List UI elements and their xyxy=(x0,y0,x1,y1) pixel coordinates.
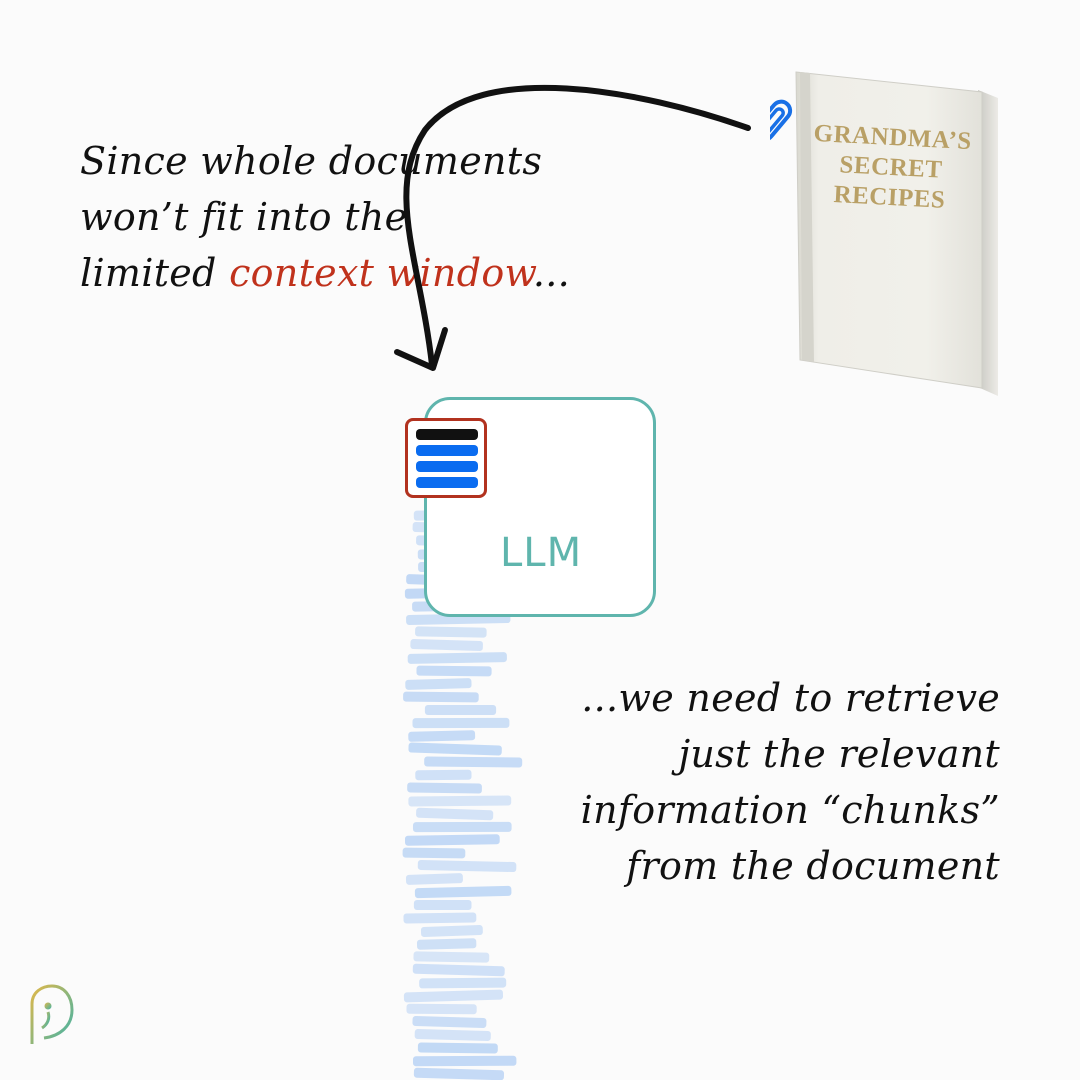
caption-top-line-3-start: limited xyxy=(80,251,230,295)
caption-bottom-line-3: information “chunks” xyxy=(580,788,1000,832)
context-chunk xyxy=(416,477,478,488)
caption-bottom-line-4: from the document xyxy=(626,844,1000,888)
arrow-path xyxy=(403,84,751,368)
context-chunk xyxy=(416,461,478,472)
context-window-highlight: context window xyxy=(229,251,533,295)
book-spine-shadow xyxy=(800,72,814,362)
caption-top-line-3: limited context window... xyxy=(80,245,570,301)
caption-top: Since whole documents won’t fit into the… xyxy=(80,133,570,301)
book-title: GRANDMA’S SECRET RECIPES xyxy=(810,119,972,217)
caption-top-line-2: won’t fit into the xyxy=(80,195,408,239)
caption-bottom: ...we need to retrieve just the relevant… xyxy=(560,670,1000,894)
book-image xyxy=(770,71,998,396)
caption-top-line-3-end: ... xyxy=(532,251,570,295)
brand-logo-icon xyxy=(30,984,74,1044)
context-window xyxy=(405,418,487,498)
arrow-head xyxy=(394,327,448,371)
caption-bottom-line-1: ...we need to retrieve xyxy=(581,676,1000,720)
paperclip-icon xyxy=(770,99,793,142)
llm-label: LLM xyxy=(500,530,583,576)
book-pages xyxy=(978,90,998,396)
book-cover xyxy=(795,71,983,389)
caption-bottom-line-2: just the relevant xyxy=(678,732,1000,776)
caption-top-line-1: Since whole documents xyxy=(80,139,543,183)
context-chunk xyxy=(416,445,478,456)
context-chunk-header xyxy=(416,429,478,440)
